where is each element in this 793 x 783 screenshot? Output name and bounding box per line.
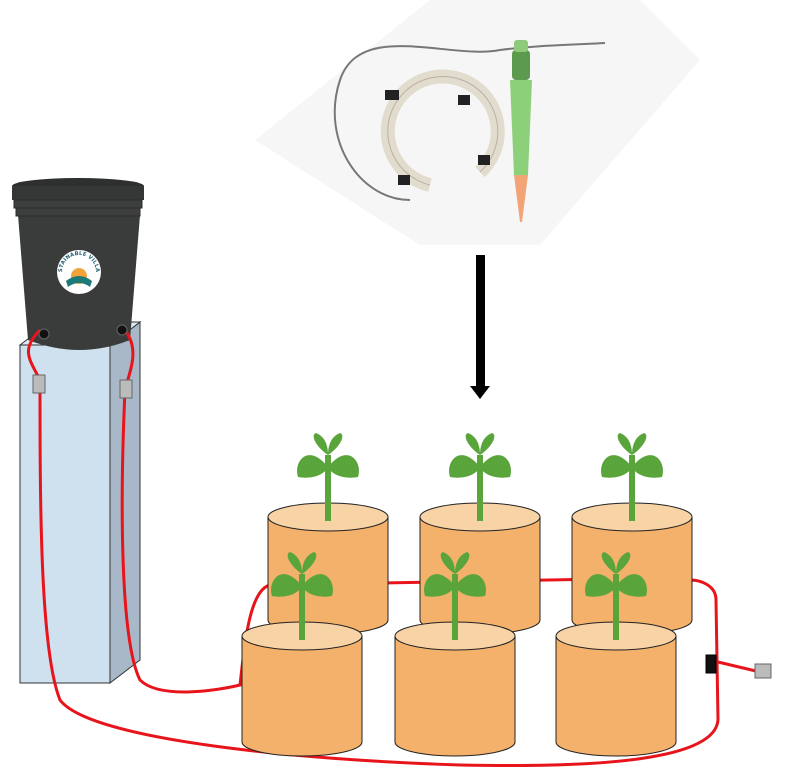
plant-icon: [601, 433, 663, 521]
pot-with-plant: [571, 433, 693, 635]
drip-ring-icon: [380, 69, 505, 192]
down-arrow: [470, 255, 490, 399]
plant-icon: [449, 433, 511, 521]
pot-with-plant: [241, 552, 363, 757]
drip-spike-product-image: [255, 0, 700, 245]
pot-body: [555, 635, 677, 757]
valve-icon: [32, 324, 772, 679]
pot-with-plant: [419, 433, 541, 635]
plant-pots: [241, 433, 693, 757]
plant-icon: [271, 552, 333, 640]
pot-body: [241, 635, 363, 757]
plant-icon: [297, 433, 359, 521]
pot-with-plant: [555, 552, 677, 757]
plant-icon: [585, 552, 647, 640]
water-bucket: SUSTAINABLE VILLAGE: [0, 0, 144, 350]
pot-body: [394, 635, 516, 757]
watering-spike-icon: [510, 40, 532, 222]
pot-with-plant: [394, 552, 516, 757]
pot-with-plant: [267, 433, 389, 635]
plant-icon: [424, 552, 486, 640]
